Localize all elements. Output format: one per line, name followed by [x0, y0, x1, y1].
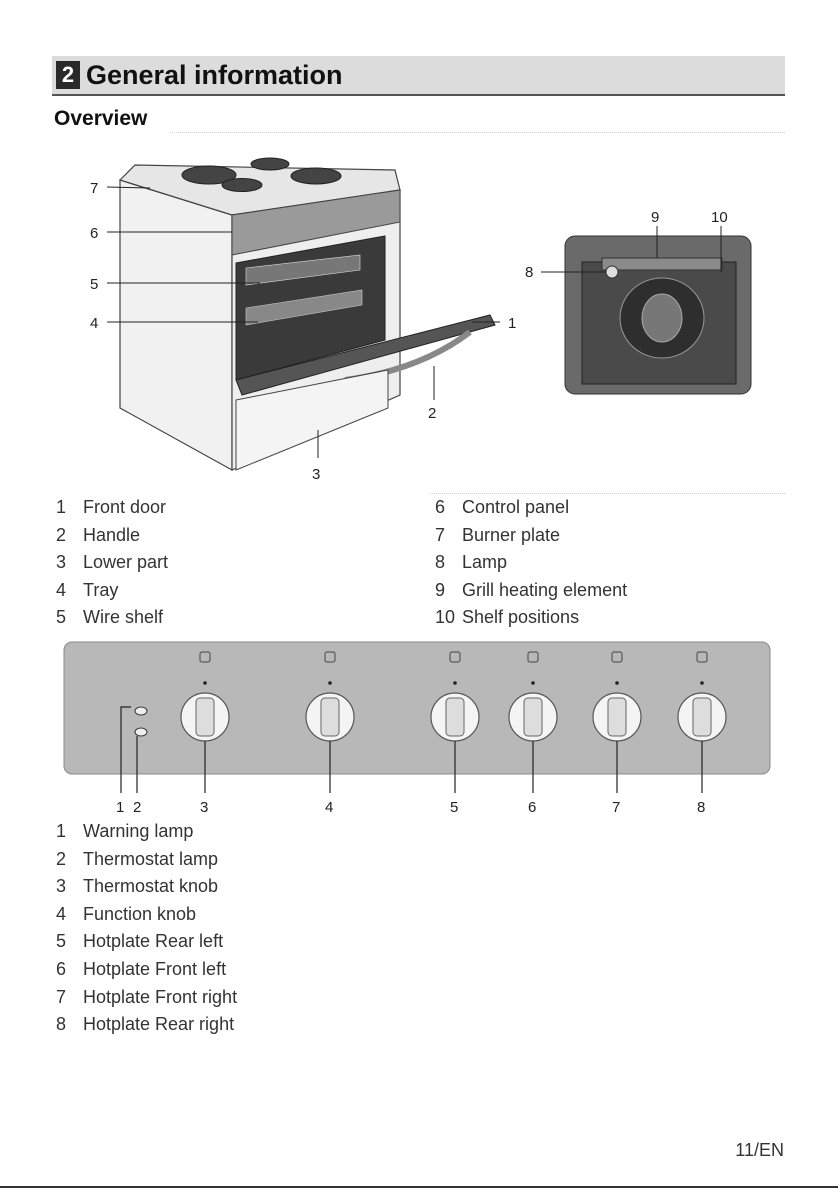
control-panel-illustration: 1 2 3 4 5 6 7 8 [63, 641, 771, 816]
symbol-icon [527, 651, 539, 663]
panel-callout-3: 3 [200, 799, 208, 816]
symbol-icon [696, 651, 708, 663]
panel-callout-8: 8 [697, 799, 705, 816]
callout-4: 4 [90, 315, 98, 332]
front-door [235, 314, 496, 396]
oven-illustration: 7 6 5 4 1 2 3 8 9 10 [90, 157, 752, 483]
section-number: 2 [56, 61, 80, 89]
page-number: 11/EN [735, 1140, 784, 1160]
hotplate-front-left [221, 178, 263, 192]
symbol-icon [199, 651, 211, 663]
panel-callout-7: 7 [612, 799, 620, 816]
symbol-icon [611, 651, 623, 663]
callout-6: 6 [90, 225, 98, 242]
section-title: General information [86, 60, 343, 90]
callout-2: 2 [428, 405, 436, 422]
callout-7: 7 [90, 180, 98, 197]
subheading-overview: Overview [54, 107, 148, 130]
panel-callout-1: 1 [116, 799, 124, 816]
section-header: 2 General information [52, 56, 785, 96]
callout-5: 5 [90, 276, 98, 293]
grill-element [601, 257, 723, 271]
hotplate-rear-left [181, 165, 237, 185]
hotplate-front-right [290, 167, 342, 185]
tray [245, 289, 363, 326]
thermostat-lamp [134, 727, 148, 737]
hotplate-rear-right [250, 157, 290, 171]
wire-shelf [245, 254, 361, 286]
panel-callout-6: 6 [528, 799, 536, 816]
callout-1: 1 [508, 315, 516, 332]
divider [170, 132, 785, 133]
divider [430, 493, 785, 494]
warning-lamp [134, 706, 148, 716]
callout-8: 8 [525, 264, 533, 281]
symbol-icon [324, 651, 336, 663]
bottom-rule [0, 1186, 838, 1188]
callout-10: 10 [711, 209, 728, 226]
panel-callout-5: 5 [450, 799, 458, 816]
panel-callout-4: 4 [325, 799, 333, 816]
fan [641, 293, 683, 343]
panel-callout-2: 2 [133, 799, 141, 816]
control-panel-strip [231, 189, 401, 256]
callout-3: 3 [312, 466, 320, 483]
callout-9: 9 [651, 209, 659, 226]
symbol-icon [449, 651, 461, 663]
panel-plate [63, 641, 771, 775]
lower-drawer [235, 369, 389, 471]
